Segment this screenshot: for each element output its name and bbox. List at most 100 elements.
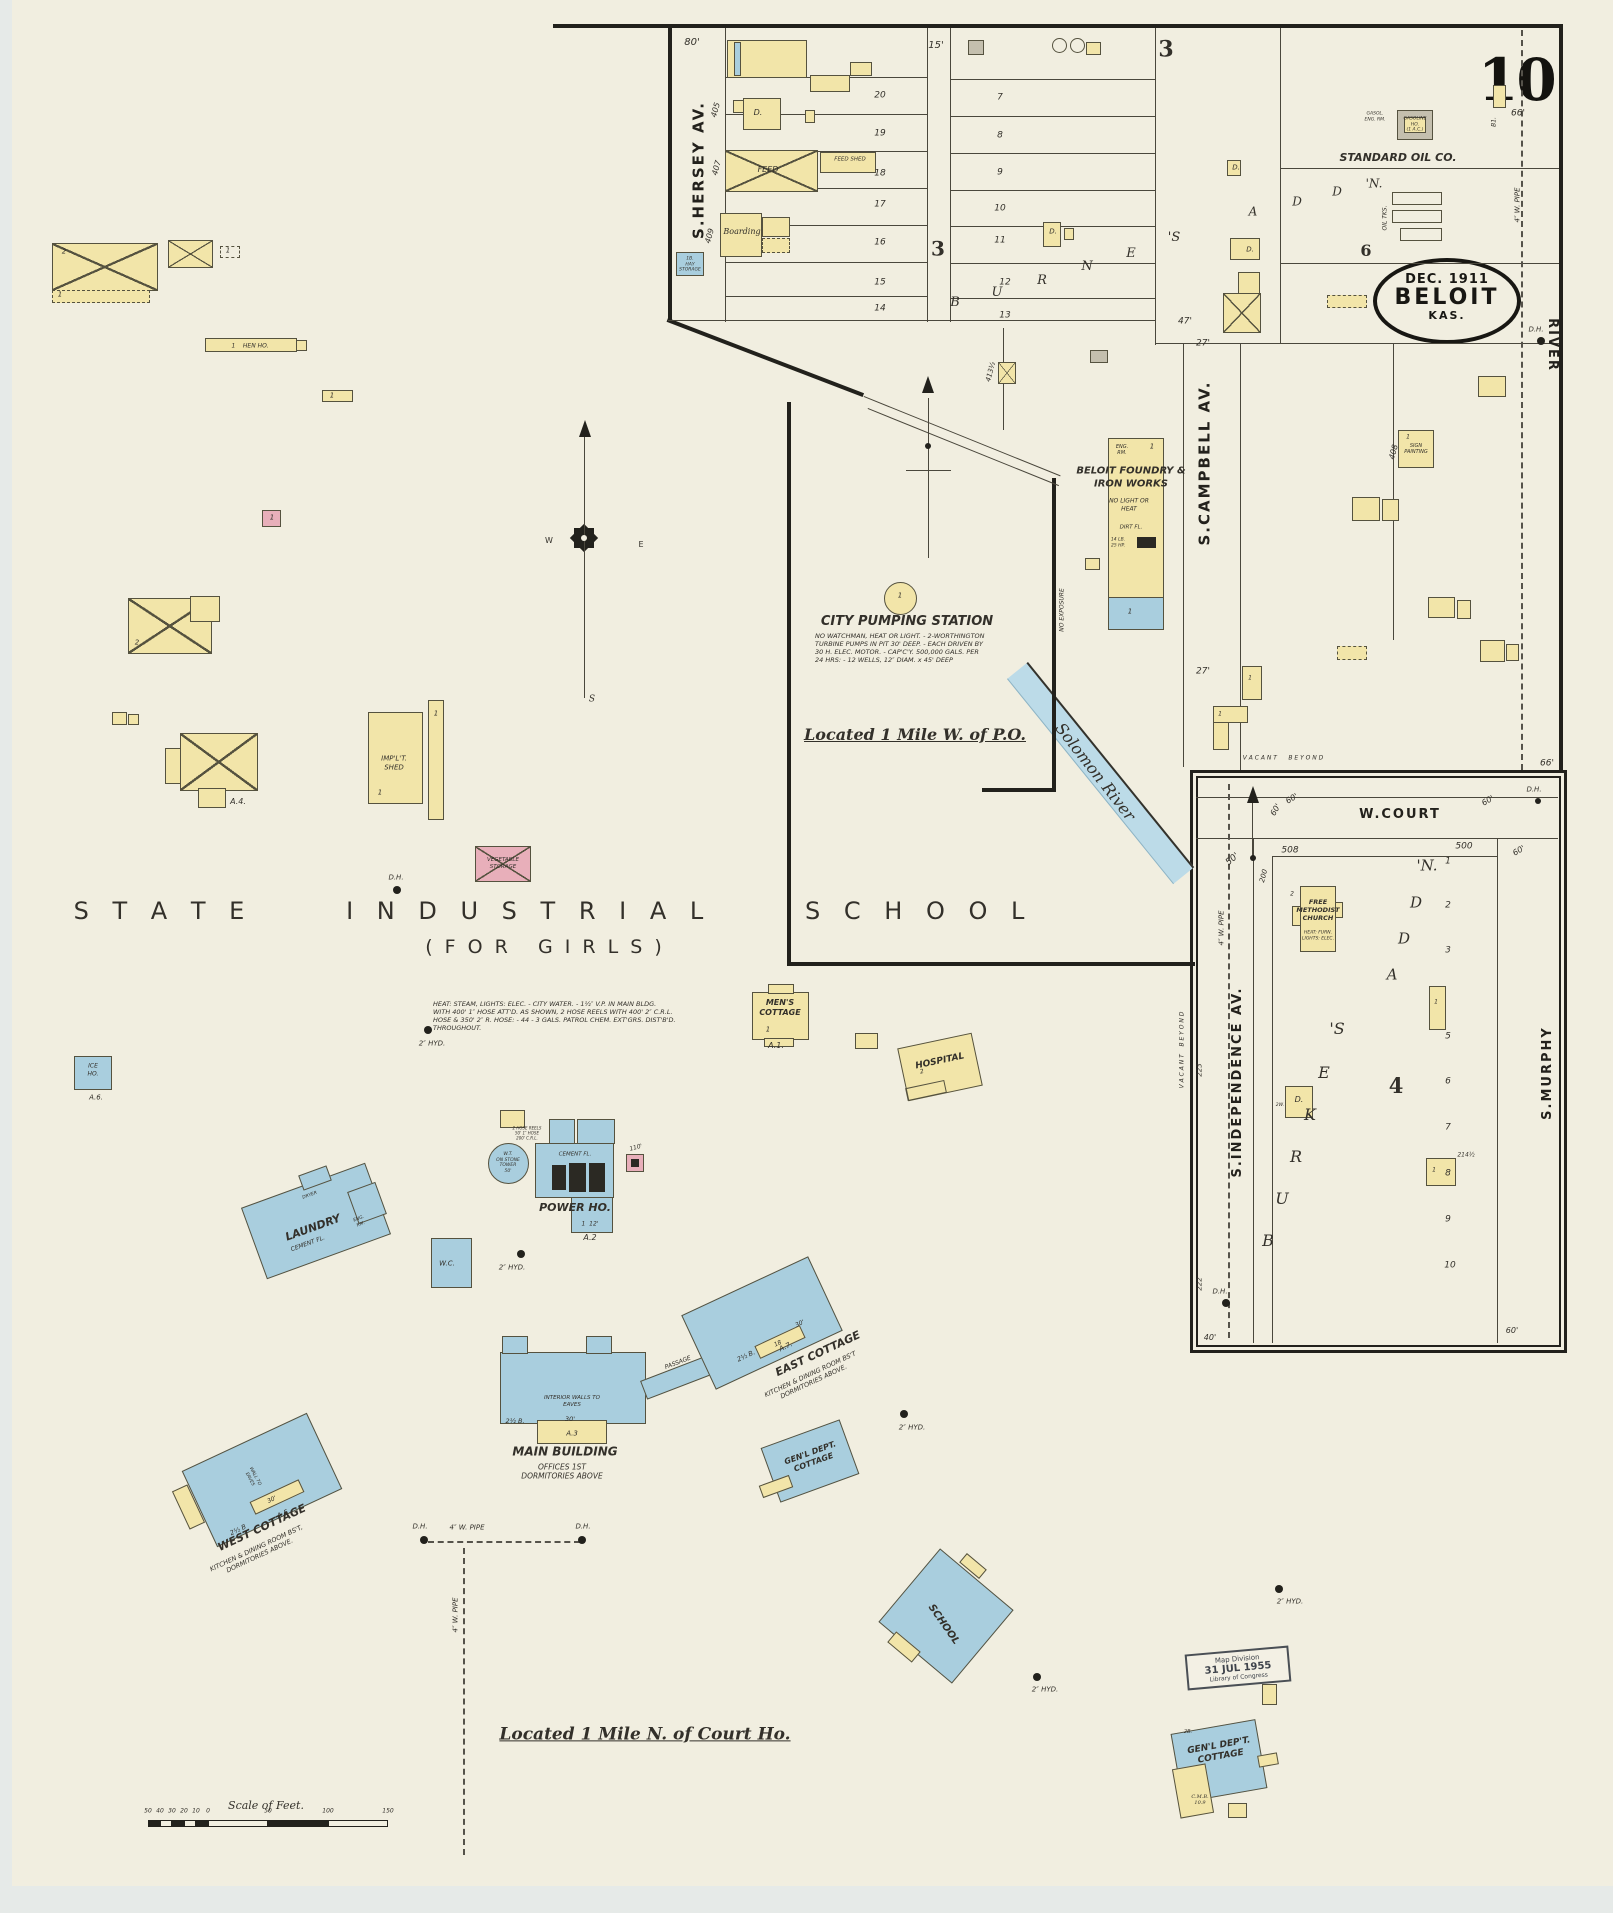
map-thin-line-32 <box>1280 263 1559 264</box>
building-75 <box>733 100 744 113</box>
feed-shed-label-text: FEED SHED <box>834 156 866 163</box>
scale-bar-segment-0 <box>148 1820 160 1827</box>
burnes-e-text: E <box>1126 245 1136 261</box>
addr-223-text: 223 <box>1195 1063 1204 1077</box>
building-159 <box>1257 1752 1279 1768</box>
located-po-text: Located 1 Mile W. of P.O. <box>804 725 1026 744</box>
lot-11-text: 11 <box>994 235 1006 246</box>
burke-lot-3-text: 3 <box>1445 945 1451 956</box>
building-117 <box>1213 706 1248 723</box>
pumping-station-note-text: NO WATCHMAN, HEAT OR LIGHT. - 2-WORTHING… <box>815 632 985 665</box>
burke-lot-8-text: 8 <box>1445 1168 1451 1179</box>
map-thin-line-23 <box>950 190 1155 191</box>
building-132 <box>569 1163 586 1192</box>
map-thin-line-22 <box>950 153 1155 154</box>
building-130 <box>571 1197 613 1233</box>
building-136 <box>431 1238 472 1288</box>
interior-walls-text: INTERIOR WALLS TO EAVES <box>544 1395 600 1408</box>
north-arrow-icon-180 <box>922 376 934 393</box>
marker-dot-168 <box>517 1250 525 1258</box>
building-85 <box>1070 38 1085 53</box>
marker-dot-172 <box>393 886 401 894</box>
marker-dot-175 <box>1537 337 1545 345</box>
map-thin-line-38 <box>1196 838 1558 839</box>
hyd-2-text: 2″ HYD. <box>498 1263 526 1272</box>
building-110 <box>1085 558 1100 570</box>
feed-label-text: FEED <box>757 165 779 174</box>
building-61 <box>190 596 220 622</box>
building-57 <box>296 340 307 351</box>
addr-409-text: 409 <box>703 227 716 245</box>
building-72 <box>810 75 850 92</box>
a3-label-text: A.3 <box>566 1429 578 1438</box>
scale-10-text: 10 <box>192 1807 200 1815</box>
dh-d-text: D.H. <box>575 1522 591 1531</box>
map-thin-line-35 <box>1393 343 1394 640</box>
building-81 <box>762 238 790 253</box>
burkes-n-text: 'N. <box>1416 856 1438 875</box>
scale-label-text: Scale of Feet. <box>228 1799 304 1813</box>
dim-47-text: 47' <box>1178 316 1192 327</box>
school-title-text: S T A T E I N D U S T R I A L S C H O O … <box>73 897 1033 925</box>
vacant-beyond-top-text: V A C A N T B E Y O N D <box>1242 754 1324 762</box>
marker-dot-167 <box>424 1026 432 1034</box>
burnes-n-text: N <box>1081 258 1093 274</box>
building-166 <box>1426 1158 1456 1186</box>
building-73 <box>850 62 872 76</box>
scale-bar-segment-3 <box>184 1820 196 1827</box>
a1-label-text: A.1. <box>768 1041 784 1050</box>
mark-1-pink-text: 1 <box>269 513 275 522</box>
water-pipe-dashed-47 <box>1521 30 1523 770</box>
water-pipe-dashed-49 <box>428 1541 580 1543</box>
dim-27b-text: 27' <box>1196 666 1210 677</box>
burkes-u-text: U <box>1275 1189 1289 1208</box>
d-1-text: D. <box>753 108 763 117</box>
mark-2w-text: 2W. <box>1275 1103 1285 1109</box>
lot-8-text: 8 <box>997 130 1003 141</box>
marker-dot-170 <box>1275 1585 1283 1593</box>
building-76 <box>805 110 815 123</box>
d-3-text: D. <box>1294 1095 1304 1104</box>
burke-lot-2-text: 2 <box>1445 900 1451 911</box>
building-86 <box>1086 42 1101 55</box>
burke-lot-1-text: 1 <box>1445 856 1451 867</box>
map-thin-line-20 <box>950 79 1155 80</box>
building-161 <box>1300 886 1336 952</box>
building-162 <box>1292 906 1301 926</box>
compass-w-text: W <box>545 536 553 545</box>
marker-dot-179 <box>1250 855 1256 861</box>
oil-tks-text: OIL TKS. <box>1381 205 1389 231</box>
power-ho-label-text: POWER HO. <box>539 1201 611 1215</box>
mark-1-bk2-text: 1 <box>1432 1166 1436 1174</box>
dim-27a-text: 27' <box>1196 338 1210 349</box>
pipe-4w-west-text: 4″ W. PIPE <box>449 1523 485 1532</box>
map-thin-line-33 <box>1183 343 1184 767</box>
map-thin-line-26 <box>950 298 1155 299</box>
map-border-line-1 <box>1559 24 1563 772</box>
building-78 <box>820 152 876 173</box>
map-thin-line-34 <box>1240 343 1241 770</box>
a4-label-text: A.4. <box>230 797 246 806</box>
building-158 <box>1228 1803 1247 1818</box>
map-border-line-4 <box>787 402 791 966</box>
map-thin-line-21 <box>950 116 1155 117</box>
foundry-name-text: BELOIT FOUNDRY & IRON WORKS <box>1076 465 1186 490</box>
map-title-oval: DEC. 1911 BELOIT KAS. <box>1373 258 1521 344</box>
foundry-dirt-text: DIRT FL. <box>1119 524 1143 531</box>
map-state: KAS. <box>1428 309 1466 322</box>
main-building-sub-text: OFFICES 1ST DORMITORIES ABOVE <box>521 1462 603 1481</box>
building-135 <box>631 1159 639 1167</box>
a2-label-text: A.2 <box>583 1233 597 1242</box>
mark-1-sign-text: 1 <box>1406 433 1410 441</box>
street-w-court-text: W.COURT <box>1359 806 1441 822</box>
gasol-eng-text: GASOL. ENG. RM. <box>1364 111 1386 122</box>
map-thin-line-13 <box>725 151 927 152</box>
dim-40-text: 40' <box>1203 1333 1217 1342</box>
burnes-b-text: B <box>950 294 960 310</box>
burke-lot-6-text: 6 <box>1445 1076 1451 1087</box>
building-133 <box>589 1163 605 1192</box>
mark-1-foundry-text: 1 <box>1149 442 1155 451</box>
building-112 <box>1108 438 1164 598</box>
building-157 <box>1262 1684 1277 1705</box>
mark-1-dash-text: 1 <box>57 290 63 299</box>
